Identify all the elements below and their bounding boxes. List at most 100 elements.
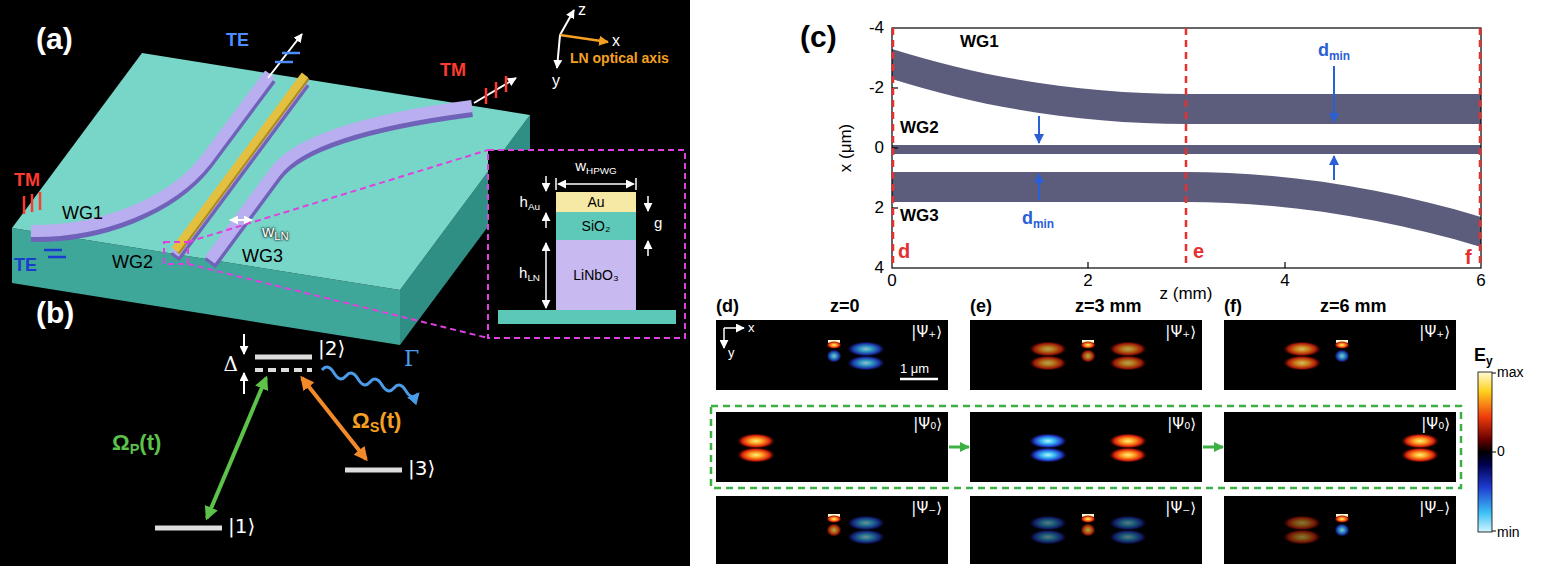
- panel-letter: (f): [1224, 296, 1242, 317]
- tick-label: 0: [887, 271, 896, 291]
- position-marker: e: [1193, 240, 1204, 263]
- gap-label: d: [1022, 208, 1033, 229]
- scale-label: 1 μm: [900, 361, 929, 376]
- waveguide-label: WG2: [112, 252, 153, 273]
- tick-label: -4: [869, 18, 884, 38]
- axis-label: LN optical axis: [570, 50, 669, 66]
- panel-letter: (a): [36, 22, 73, 56]
- node-text: SiO₂: [582, 218, 611, 234]
- panel-letter: (f): [1224, 296, 1242, 317]
- tick-label: 0: [875, 138, 884, 158]
- axis-label: y: [552, 72, 560, 90]
- highlight-box: [711, 406, 1461, 488]
- waveguide-label: WG3: [900, 206, 939, 226]
- tick-label: -4: [869, 18, 884, 38]
- axis-label: y: [728, 345, 735, 360]
- polarization-label: TM: [440, 60, 466, 81]
- tick-label: -2: [869, 78, 884, 98]
- dimension-label: w: [575, 157, 586, 174]
- state-label: |3⟩: [408, 456, 435, 480]
- panel-axes: [724, 328, 938, 379]
- panel-title: z=3 mm: [1075, 296, 1142, 317]
- coupling-label: Ω: [352, 408, 370, 434]
- tick-label: 6: [1476, 271, 1485, 291]
- dimension-label: HPWG: [586, 165, 617, 176]
- dimension-label: hLN: [519, 264, 540, 281]
- position-marker: f: [1465, 246, 1472, 269]
- polarization-label: TM: [14, 170, 40, 191]
- dimension-label: LN: [274, 230, 288, 242]
- colorbar-title: Ey: [1474, 345, 1493, 366]
- tick-label: -2: [869, 78, 884, 98]
- panel-title: z=6 mm: [1320, 296, 1387, 317]
- polarization-label: TE: [226, 30, 249, 51]
- gap-label: dmin: [1318, 40, 1350, 61]
- node-text: |Ψ₀⟩: [1421, 415, 1450, 433]
- gap-label: min: [1033, 217, 1054, 231]
- coupling-arrows: [207, 367, 418, 518]
- width-arrow: [230, 220, 252, 221]
- axis-label: z: [578, 1, 586, 19]
- dimension-label: LN: [527, 272, 540, 283]
- polarization-label: TM: [14, 170, 40, 191]
- decay-label: Γ: [404, 346, 419, 371]
- waveguide-label: WG1: [62, 203, 103, 224]
- polarization-marks: [24, 34, 516, 257]
- tick-label: 6: [1476, 271, 1485, 291]
- detuning-label: Δ: [224, 352, 238, 376]
- panel-title: z=6 mm: [1320, 296, 1387, 317]
- mode-panel: |Ψ₋⟩: [716, 496, 948, 564]
- axis-title: z (mm): [1160, 284, 1213, 304]
- decay-label: Γ: [404, 346, 419, 371]
- dimension-label: wHPWG: [575, 157, 617, 174]
- dimension-label: h: [519, 264, 527, 281]
- polarization-label: TE: [226, 30, 249, 51]
- mode-panels: [716, 320, 1456, 564]
- tick-label: 2: [875, 198, 884, 218]
- axis-title: x (μm): [836, 124, 856, 173]
- waveguide-label: WG2: [900, 118, 939, 138]
- node-text: |Ψ₋⟩: [1165, 499, 1196, 517]
- gap-label: d: [1318, 40, 1329, 61]
- state-label: |1⟩: [228, 514, 255, 538]
- axis-label: x: [748, 320, 755, 335]
- colorbar-title: y: [1486, 354, 1493, 368]
- tick-label: 4: [875, 258, 884, 278]
- waveguide-label: WG3: [900, 206, 939, 226]
- detuning-label: Δ: [224, 352, 238, 376]
- colorbar-label: max: [1497, 364, 1523, 380]
- dark-background: [0, 0, 690, 566]
- panel-letter: (b): [36, 296, 74, 330]
- polarization-label: TM: [440, 60, 466, 81]
- position-marker: f: [1465, 246, 1472, 269]
- inset-frame: [488, 150, 685, 338]
- mode-panel: |Ψ₊⟩: [1224, 320, 1456, 390]
- dimension-label: g: [654, 214, 662, 231]
- mode-panel: |Ψ₀⟩: [970, 412, 1202, 482]
- axis-label: x: [612, 32, 620, 50]
- gap-label: dmin: [1022, 208, 1054, 229]
- waveguide-label: WG1: [62, 203, 103, 224]
- dimension-label: g: [654, 214, 662, 231]
- colorbar-label: min: [1497, 524, 1520, 540]
- dimension-label: Au: [528, 201, 540, 212]
- material-layer: SiO₂: [556, 212, 636, 240]
- tick-label: 0: [875, 138, 884, 158]
- coupling-label: (t): [379, 408, 401, 434]
- material-layer: Au: [556, 192, 636, 212]
- axis-title: x (μm): [836, 124, 856, 173]
- axis-label: y: [728, 345, 735, 360]
- flow-arrow: [949, 446, 969, 449]
- node-text: |Ψ₊⟩: [1419, 323, 1450, 341]
- waveguide-label: WG2: [900, 118, 939, 138]
- flow-arrow: [1203, 446, 1223, 449]
- tick-label: 4: [1280, 271, 1289, 291]
- node-text: |Ψ₀⟩: [913, 415, 942, 433]
- waveguide-label: WG1: [960, 32, 999, 52]
- panel-title: z=0: [830, 296, 860, 317]
- panel-letter: (d): [716, 296, 739, 317]
- waveguide-label: WG3: [242, 246, 283, 267]
- coupling-label: Ω: [112, 430, 130, 456]
- coupling-label: ΩP(t): [112, 430, 161, 456]
